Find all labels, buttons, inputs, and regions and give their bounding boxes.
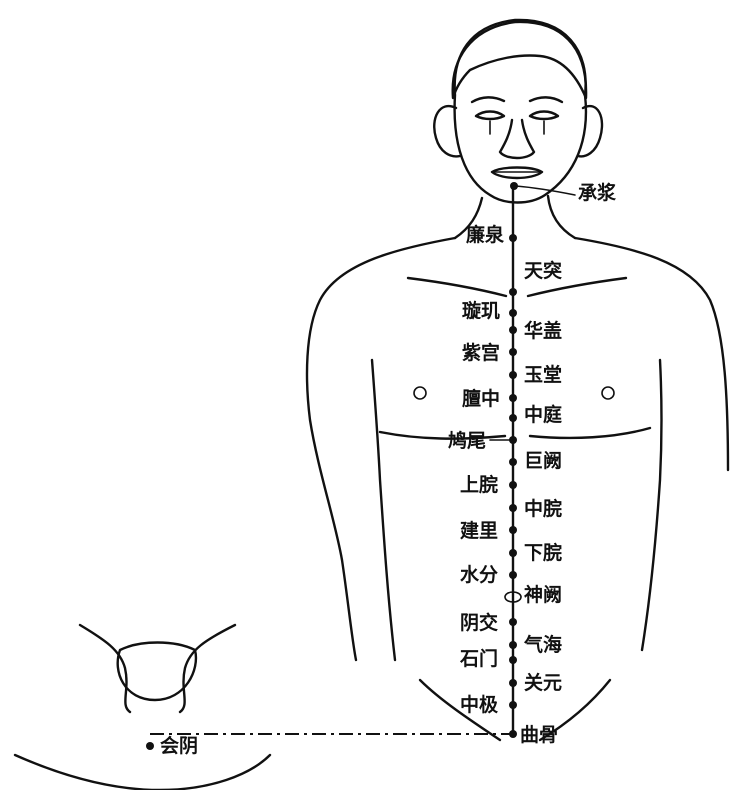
point-zigong	[509, 348, 517, 356]
left-eye	[476, 112, 504, 120]
label-yinjiao: 阴交	[460, 614, 498, 633]
head-outline	[455, 20, 586, 203]
nose	[500, 120, 534, 158]
hair	[453, 22, 586, 98]
left-nipple	[414, 387, 426, 399]
right-inner-arm	[642, 360, 662, 650]
label-huiyin: 会阴	[160, 737, 198, 756]
label-juque: 巨阙	[524, 452, 562, 471]
label-tiantu: 天突	[524, 262, 562, 281]
point-danzhong	[509, 394, 517, 402]
label-danzhong: 膻中	[462, 390, 500, 409]
label-huagai: 华盖	[524, 322, 562, 341]
perineum-inset-left	[80, 625, 130, 712]
right-eye	[530, 112, 558, 120]
label-chengjiang: 承浆	[578, 184, 616, 203]
right-shoulder-arm	[575, 238, 728, 470]
label-zigong: 紫宫	[462, 344, 500, 363]
right-nipple	[602, 387, 614, 399]
label-yutang: 玉堂	[524, 366, 562, 385]
point-qihai	[509, 641, 517, 649]
point-shangwan	[509, 481, 517, 489]
point-juque	[509, 458, 517, 466]
left-eyebrow	[472, 97, 504, 102]
right-ear	[578, 106, 602, 156]
point-shimen	[509, 656, 517, 664]
label-guanyuan: 关元	[524, 674, 562, 693]
label-qugu: 曲骨	[520, 726, 558, 745]
label-qihai: 气海	[524, 636, 562, 655]
left-shoulder-arm	[307, 238, 455, 660]
left-chest-line	[380, 432, 505, 439]
right-eyebrow	[530, 97, 562, 102]
label-shangwan: 上脘	[460, 476, 498, 495]
label-jiuwei: 鸠尾	[448, 432, 486, 451]
label-shenque: 神阙	[524, 586, 562, 605]
point-zhongwan	[509, 504, 517, 512]
neck-right	[548, 196, 575, 238]
point-lianquan	[509, 234, 517, 242]
point-shuifen	[509, 571, 517, 579]
left-inner-arm	[372, 360, 395, 660]
point-huagai	[509, 326, 517, 334]
right-chest-line	[530, 428, 650, 438]
label-zhongwan: 中脘	[524, 500, 562, 519]
label-jianli: 建里	[460, 522, 498, 541]
point-zhongting	[509, 414, 517, 422]
point-zhongji	[509, 701, 517, 709]
left-clavicle	[408, 278, 506, 296]
label-shuifen: 水分	[460, 566, 498, 585]
label-lianquan: 廉泉	[466, 226, 504, 245]
label-zhongting: 中庭	[524, 406, 562, 425]
point-huiyin	[146, 742, 154, 750]
point-xuanji	[509, 309, 517, 317]
label-zhongji: 中极	[460, 696, 498, 715]
label-xuanji: 璇玑	[462, 302, 500, 321]
point-tiantu	[509, 288, 517, 296]
point-guanyuan	[509, 679, 517, 687]
perineum-inset-bottom	[15, 755, 270, 790]
point-xiawan	[509, 549, 517, 557]
point-yutang	[509, 371, 517, 379]
point-jianli	[509, 526, 517, 534]
label-shimen: 石门	[460, 650, 498, 669]
perineum-inset-right	[180, 625, 235, 712]
point-yinjiao	[509, 618, 517, 626]
label-xiawan: 下脘	[524, 544, 562, 563]
point-qugu	[509, 730, 517, 738]
